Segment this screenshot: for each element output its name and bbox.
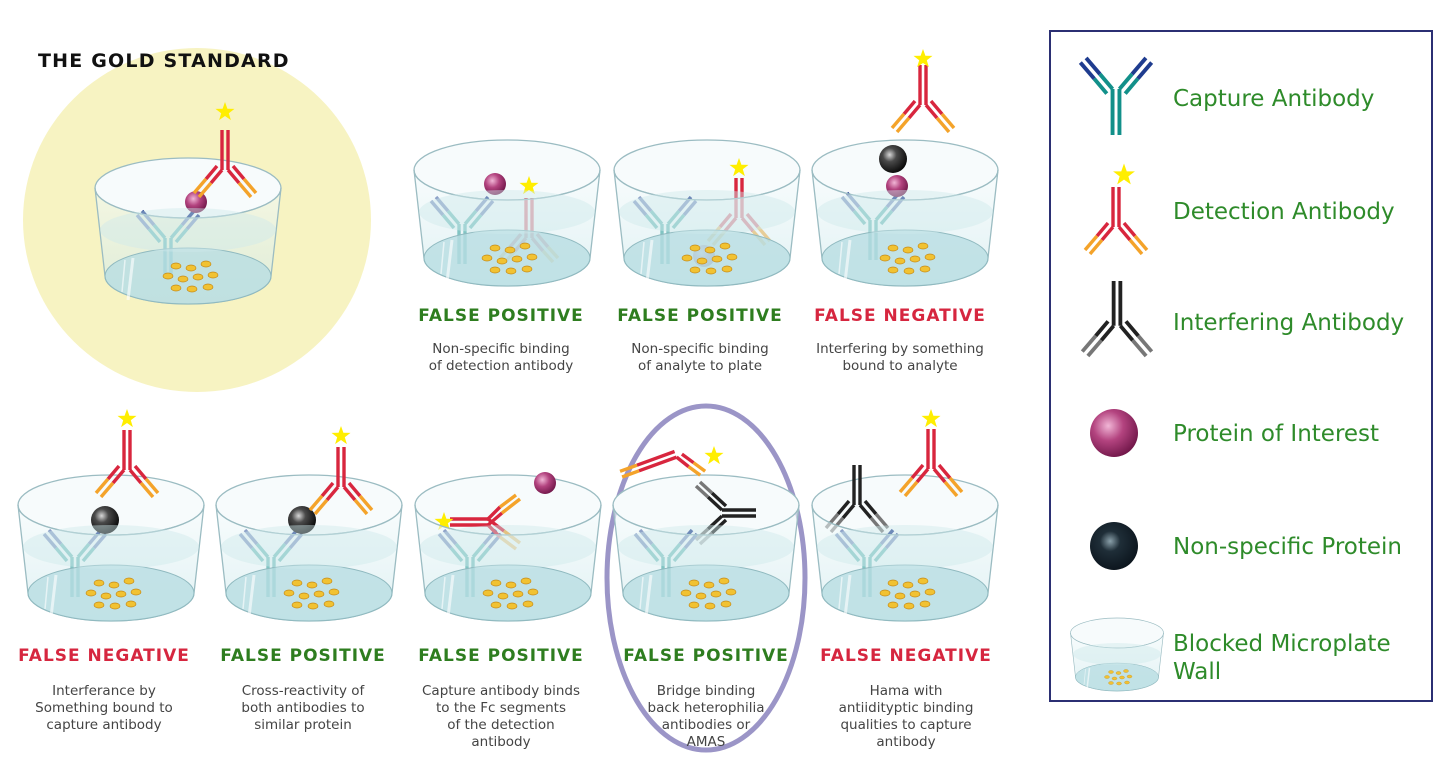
legend-label-protein: Protein of Interest <box>1173 420 1379 448</box>
well-panel-2 <box>614 140 800 286</box>
panel-8-status: FALSE NEGATIVE <box>806 646 1006 666</box>
well-panel-5 <box>216 426 402 621</box>
panel-3-status: FALSE NEGATIVE <box>800 306 1000 326</box>
panel-4-status: FALSE NEGATIVE <box>4 646 204 666</box>
legend-label-detection: Detection Antibody <box>1173 198 1395 226</box>
panel-7-status: FALSE POSITIVE <box>606 646 806 666</box>
panel-5-description: Cross-reactivity of both antibodies to s… <box>203 683 403 734</box>
panel-2-status: FALSE POSITIVE <box>600 306 800 326</box>
panel-2-description: Non-specific binding of analyte to plate <box>600 341 800 375</box>
panel-8-description: Hama with antiidityptic binding qualitie… <box>806 683 1006 751</box>
legend-label-capture: Capture Antibody <box>1173 85 1374 113</box>
panel-5-status: FALSE POSITIVE <box>203 646 403 666</box>
panel-6-status: FALSE POSITIVE <box>401 646 601 666</box>
page-title: THE GOLD STANDARD <box>38 50 290 72</box>
well-panel-8 <box>812 409 998 621</box>
legend-label-interfering: Interfering Antibody <box>1173 309 1404 337</box>
well-panel-7 <box>613 444 799 621</box>
well-panel-6 <box>415 472 601 621</box>
panel-6-description: Capture antibody binds to the Fc segment… <box>401 683 601 751</box>
panel-3-description: Interfering by something bound to analyt… <box>800 341 1000 375</box>
panel-4-description: Interferance by Something bound to captu… <box>4 683 204 734</box>
panel-1-description: Non-specific binding of detection antibo… <box>401 341 601 375</box>
well-panel-4 <box>18 409 204 621</box>
panel-1-status: FALSE POSITIVE <box>401 306 601 326</box>
well-panel-1 <box>414 140 600 286</box>
legend-label-nonspecific: Non-specific Protein <box>1173 533 1402 561</box>
legend-box <box>1049 30 1433 702</box>
well-panel-3 <box>812 49 998 286</box>
legend-label-microplate: Blocked Microplate Wall <box>1173 630 1391 686</box>
panel-7-description: Bridge binding back heterophilia antibod… <box>606 683 806 751</box>
